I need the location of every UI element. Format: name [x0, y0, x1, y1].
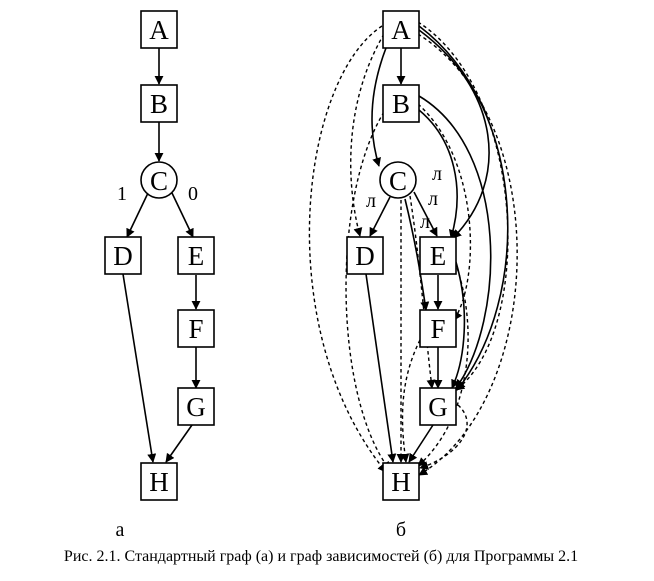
svg-text:C: C	[389, 166, 407, 196]
edge-a-D-H	[122, 273, 157, 463]
standard-graph-nodes: A B C D E F G H	[104, 10, 215, 501]
edge-b-A-G-solid	[418, 25, 509, 391]
dependency-graph-nodes: A B C D E F G H	[346, 10, 457, 501]
edge-b-F-H	[400, 339, 421, 463]
svg-text:D: D	[113, 241, 133, 271]
sublabel-a: а	[116, 519, 125, 541]
svg-text:G: G	[186, 392, 206, 422]
edge-label-l-2: л	[432, 163, 442, 185]
edge-b-B-E	[418, 109, 458, 239]
standard-graph	[122, 48, 201, 463]
node-b-D: D	[346, 236, 384, 275]
node-b-G: G	[419, 387, 457, 426]
edge-b-C-D	[369, 196, 391, 237]
node-b-A: A	[382, 10, 420, 49]
edge-label-l-1: л	[366, 190, 376, 212]
edge-a-C-D	[126, 192, 149, 238]
edge-b-C-G	[409, 195, 436, 389]
svg-text:B: B	[150, 89, 168, 119]
edge-b-A-H-left	[308, 25, 387, 473]
node-a-A: A	[140, 10, 178, 49]
edge-b-B-G	[418, 95, 492, 389]
node-a-H: H	[140, 462, 178, 501]
edge-b-D-H	[365, 273, 397, 463]
svg-text:F: F	[430, 314, 445, 344]
node-a-B: B	[140, 84, 178, 123]
node-b-E: E	[419, 236, 457, 275]
svg-text:G: G	[428, 392, 448, 422]
edge-a-G-H	[165, 424, 193, 463]
edge-b-A-D	[350, 33, 385, 237]
svg-text:B: B	[392, 89, 410, 119]
svg-text:F: F	[188, 314, 203, 344]
edge-b-A-E	[418, 29, 490, 239]
svg-text:D: D	[355, 241, 375, 271]
node-b-H: H	[382, 462, 420, 501]
node-b-B: B	[382, 84, 420, 123]
sublabel-b: б	[396, 519, 406, 541]
svg-text:H: H	[149, 467, 169, 497]
edge-b-A-C	[371, 47, 387, 167]
edge-label-l-3: л	[428, 188, 438, 210]
branch-label-true: 1	[117, 183, 127, 205]
edge-b-G-H	[408, 424, 434, 463]
node-a-E: E	[177, 236, 215, 275]
branch-label-false: 0	[188, 183, 198, 205]
node-a-C: C	[140, 161, 178, 199]
dependency-graph-solid-edges	[365, 25, 509, 463]
dependency-edge-labels: л л л л	[366, 163, 442, 233]
edge-a-C-E	[171, 192, 194, 238]
node-a-D: D	[104, 236, 142, 275]
edge-b-B-H	[345, 111, 391, 471]
figure-caption: Рис. 2.1. Стандартный граф (а) и граф за…	[64, 548, 578, 565]
edge-b-G-H-dashed	[419, 404, 468, 470]
node-b-C: C	[379, 161, 417, 199]
svg-text:A: A	[149, 15, 169, 45]
svg-text:H: H	[391, 467, 411, 497]
edge-b-A-G	[417, 21, 509, 391]
edge-label-l-4: л	[420, 211, 430, 233]
node-a-F: F	[177, 309, 215, 348]
svg-text:E: E	[188, 241, 205, 271]
edge-b-C-E	[413, 191, 438, 237]
node-a-G: G	[177, 387, 215, 426]
svg-text:E: E	[430, 241, 447, 271]
node-b-F: F	[419, 309, 457, 348]
svg-text:A: A	[391, 15, 411, 45]
edge-b-E-G	[451, 261, 466, 389]
edge-b-C-F	[404, 198, 430, 311]
svg-text:C: C	[150, 166, 168, 196]
